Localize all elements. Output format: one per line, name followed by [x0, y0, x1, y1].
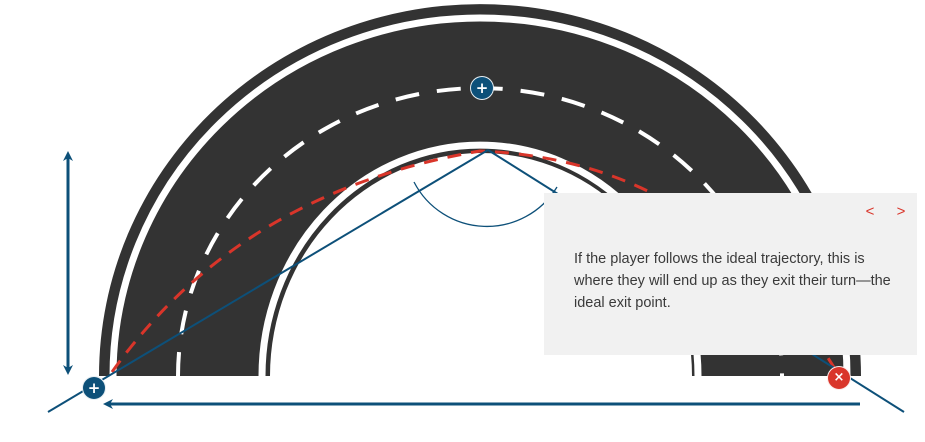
close-icon: × — [833, 370, 845, 385]
plus-icon: + — [475, 79, 489, 97]
exit-hotspot-button[interactable]: × — [827, 366, 851, 390]
chevron-left-icon: < — [865, 203, 875, 220]
entry-to-apex-line — [47, 149, 489, 413]
track-asphalt — [99, 4, 861, 377]
apex-angle-arc — [413, 181, 558, 228]
entry-hotspot-button[interactable]: + — [82, 376, 106, 400]
plus-icon: + — [87, 379, 101, 397]
ideal-trajectory-line — [110, 149, 840, 375]
next-button[interactable]: > — [891, 201, 911, 223]
chevron-right-icon: > — [896, 203, 906, 220]
info-panel: < > If the player follows the ideal traj… — [544, 193, 917, 355]
apex-hotspot-button[interactable]: + — [470, 76, 494, 100]
prev-button[interactable]: < — [860, 201, 880, 223]
info-panel-text: If the player follows the ideal trajecto… — [574, 251, 891, 311]
